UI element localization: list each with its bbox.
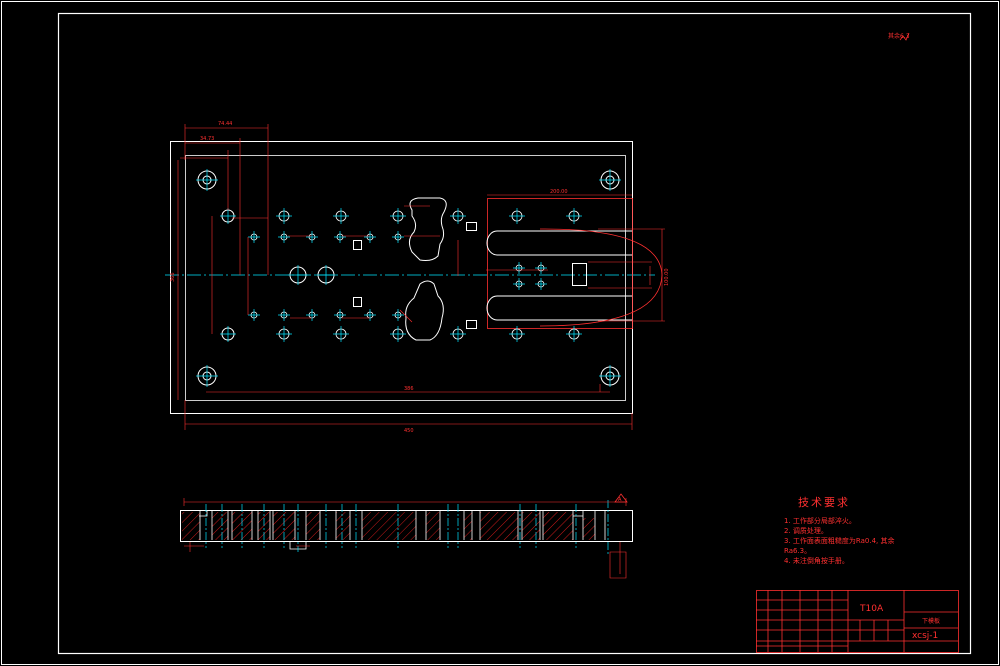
punch-profile <box>353 197 477 341</box>
svg-text:100.00: 100.00 <box>664 269 670 287</box>
section-marker: A <box>614 493 628 503</box>
slot-region <box>486 194 665 329</box>
technical-requirements-title: 技术要求 <box>798 496 850 509</box>
section-cuts <box>199 510 606 550</box>
plan-view: 74.44 34.73 366 386 450 200.00 100.00 <box>165 121 670 434</box>
title-block <box>756 590 959 653</box>
requirement-item: Ra6.3。 <box>784 547 812 555</box>
svg-text:386: 386 <box>404 386 414 392</box>
svg-text:其余: 其余 <box>888 32 900 40</box>
svg-text:6.3: 6.3 <box>900 33 910 40</box>
roughness-symbol: 其余 6.3 <box>888 32 910 41</box>
part-name: 下模板 <box>922 617 940 625</box>
svg-text:200.00: 200.00 <box>550 189 568 195</box>
svg-text:366: 366 <box>170 272 176 282</box>
requirement-item: 4. 未注倒角按手册。 <box>784 557 849 565</box>
title-block-text: T10A 下模板 xcsj-1 <box>859 604 940 641</box>
svg-text:450: 450 <box>404 428 414 434</box>
plan-dimensions <box>177 124 652 430</box>
material-label: T10A <box>859 604 884 614</box>
requirement-item: 3. 工作面表面粗糙度为Ra0.4, 其余 <box>784 537 895 545</box>
hole-pattern <box>196 169 621 387</box>
section-hatching <box>182 512 595 540</box>
drawing-number: xcsj-1 <box>912 631 938 641</box>
section-center-lines <box>205 500 609 554</box>
requirement-item: 2. 调质处理。 <box>784 527 828 535</box>
requirement-item: 1. 工作部分局部淬火。 <box>784 517 856 525</box>
plan-dimension-text: 74.44 34.73 366 386 450 200.00 100.00 <box>170 121 670 434</box>
svg-text:74.44: 74.44 <box>218 121 232 127</box>
svg-text:A: A <box>618 497 622 503</box>
svg-text:34.73: 34.73 <box>200 136 214 142</box>
section-view: A <box>180 493 633 579</box>
